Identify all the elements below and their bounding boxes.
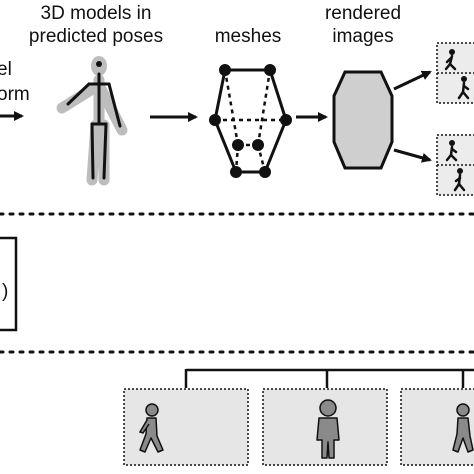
models-label-line2: predicted poses	[28, 26, 164, 47]
arrow-rendered-to-output-bottom	[393, 148, 432, 163]
mesh-wireframe-icon	[209, 64, 292, 178]
walking-person-icon	[453, 168, 466, 192]
left-box-fragment: )	[2, 281, 9, 302]
human-skeleton-icon	[56, 56, 128, 186]
walking-person-icon	[138, 403, 164, 453]
rendered-label-line1: rendered	[324, 3, 402, 24]
output-stack-top	[436, 42, 474, 104]
frame-3	[400, 388, 474, 466]
rendered-label-line2: images	[332, 26, 394, 47]
cut-label-line2: orm	[0, 84, 30, 105]
tree-connector	[184, 368, 474, 388]
arrow-rendered-to-output-top	[393, 70, 432, 91]
walking-person-icon	[445, 140, 458, 162]
standing-person-icon	[316, 399, 340, 459]
frame-1	[123, 388, 249, 466]
models-label-line1: 3D models in	[40, 3, 152, 24]
meshes-label: meshes	[214, 26, 282, 47]
rendered-hexagon-icon	[332, 70, 394, 170]
walking-person-icon	[457, 76, 470, 100]
walking-person-icon	[444, 49, 457, 71]
walking-person-icon	[452, 403, 474, 453]
frame-2	[262, 388, 388, 466]
cut-label-line1: el	[0, 59, 12, 80]
output-stack-bottom	[436, 134, 474, 196]
left-box	[0, 236, 18, 332]
